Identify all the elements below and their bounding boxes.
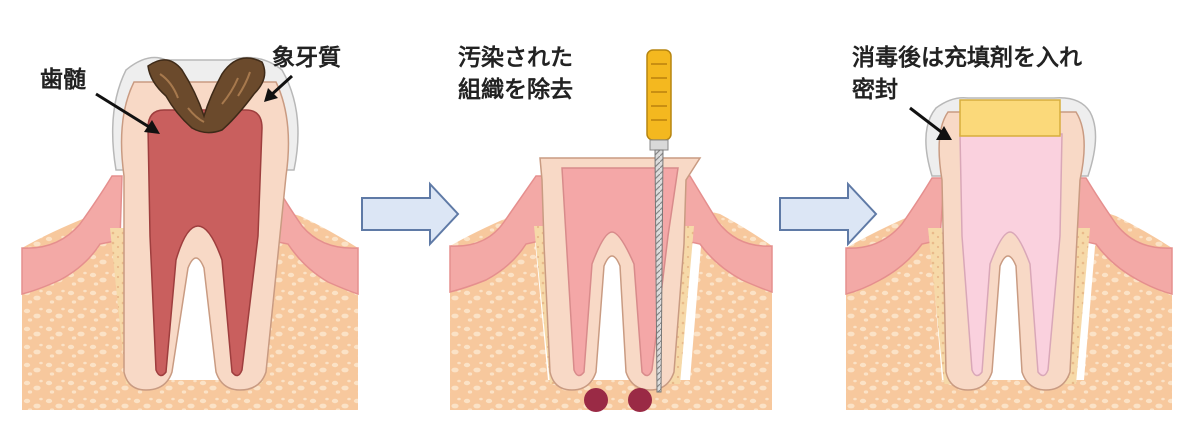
decay-texture-1 xyxy=(159,71,251,123)
seal-cap-3 xyxy=(959,99,1061,137)
pulp-1 xyxy=(147,109,263,377)
access-cavity-2 xyxy=(561,167,679,377)
abscess-left xyxy=(584,388,608,412)
label-remove-line2: 組織を除去 xyxy=(458,77,573,103)
label-pulp: 歯髄 xyxy=(40,67,86,93)
right-block-arrow-icon xyxy=(779,181,878,247)
label-seal-line1: 消毒後は充填剤を入れ xyxy=(852,45,1082,71)
label-seal-line2: 密封 xyxy=(852,77,898,103)
right-block-arrow-icon xyxy=(361,181,460,247)
pointer-arrow-dentin xyxy=(268,74,294,98)
bone-2 xyxy=(450,210,772,410)
pointer-arrow-pulp xyxy=(95,92,155,132)
decay-1 xyxy=(147,57,266,134)
label-dentin: 象牙質 xyxy=(272,45,341,71)
endodontic-file-icon xyxy=(646,49,672,393)
pointer-arrow-dentin-head xyxy=(264,88,278,102)
file-shaft xyxy=(654,149,664,393)
panel-3-sealed xyxy=(845,96,1173,410)
pointer-arrow-seal xyxy=(909,106,945,136)
gum-1 xyxy=(21,175,123,295)
bone-3 xyxy=(846,210,1172,410)
file-stopper xyxy=(649,139,669,151)
label-remove-line1: 汚染された xyxy=(458,45,573,71)
panel-1-infected-tooth xyxy=(21,56,359,410)
pointer-arrow-pulp-head xyxy=(144,120,160,134)
pointer-arrow-seal-head xyxy=(936,126,952,140)
abscess-right xyxy=(628,388,652,412)
panel-2-cleaning xyxy=(449,49,773,412)
root-filling-3 xyxy=(959,133,1063,377)
